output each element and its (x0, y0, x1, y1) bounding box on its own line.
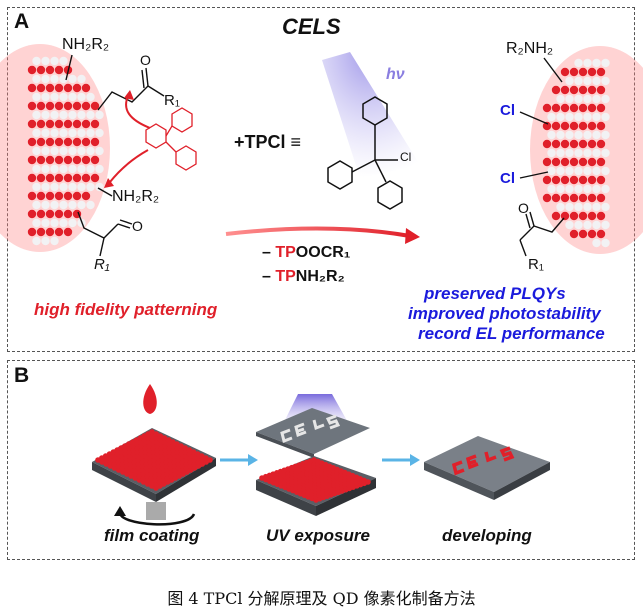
right-ester-o: O (518, 200, 529, 216)
left-amine-mid: NH₂R₂ (112, 188, 160, 205)
panel-a-label: A (14, 10, 30, 33)
panel-b-graphics (92, 384, 550, 526)
reaction-arrow (225, 226, 411, 238)
tpcl-molecule (327, 96, 403, 210)
left-ester-o: O (140, 52, 151, 68)
step-film-coating: film coating (104, 526, 200, 545)
rotation-arrow (118, 511, 196, 526)
panel-b-label: B (14, 364, 30, 387)
film-layer (256, 456, 376, 516)
cels-title: CELS (282, 14, 341, 39)
patterned-substrate (424, 436, 550, 500)
qd-left-sphere (0, 44, 110, 252)
right-ester-r: R₁ (528, 256, 544, 273)
left-ester-r: R₁ (164, 92, 180, 109)
right-cl-1: Cl (500, 102, 515, 119)
left-ligand-bonds (65, 54, 165, 257)
curved-arrow-top (125, 95, 151, 129)
right-amine: R₂NH₂ (506, 40, 554, 57)
hv-label: hν (386, 66, 405, 83)
qd-right-sphere (530, 46, 643, 254)
uv-beam (322, 52, 420, 178)
panel-b (7, 360, 635, 560)
right-ligand-bonds (519, 57, 565, 257)
droplet-icon (143, 384, 157, 414)
left-amine-top: NH₂R₂ (62, 36, 110, 53)
step-developing: developing (442, 526, 532, 545)
curved-arrow-bottom (109, 149, 149, 183)
trityl-cation (145, 107, 197, 171)
left-ester-r-bottom: R₁ (94, 256, 110, 273)
byproduct-1: – TPOOCR₁ (262, 244, 351, 261)
right-cl-2: Cl (500, 170, 515, 187)
left-caption: high fidelity patterning (34, 300, 218, 319)
figure-caption: 图 4 TPCl 分解原理及 QD 像素化制备方法 (167, 589, 476, 608)
left-ester-o-bottom: O (132, 218, 143, 234)
photomask (256, 408, 370, 458)
right-caption-1: preserved PLQYs (424, 284, 566, 303)
tpcl-label: +TPCl ≡ (234, 132, 302, 152)
tpcl-cl: Cl (400, 150, 412, 164)
right-caption-3: record EL performance (418, 324, 605, 343)
byproduct-2: – TPNH₂R₂ (262, 268, 345, 285)
process-arrows (220, 454, 420, 466)
spin-coater (92, 428, 216, 526)
right-caption-2: improved photostability (408, 304, 601, 323)
step-uv-exposure: UV exposure (266, 526, 370, 545)
panel-a (7, 7, 635, 352)
